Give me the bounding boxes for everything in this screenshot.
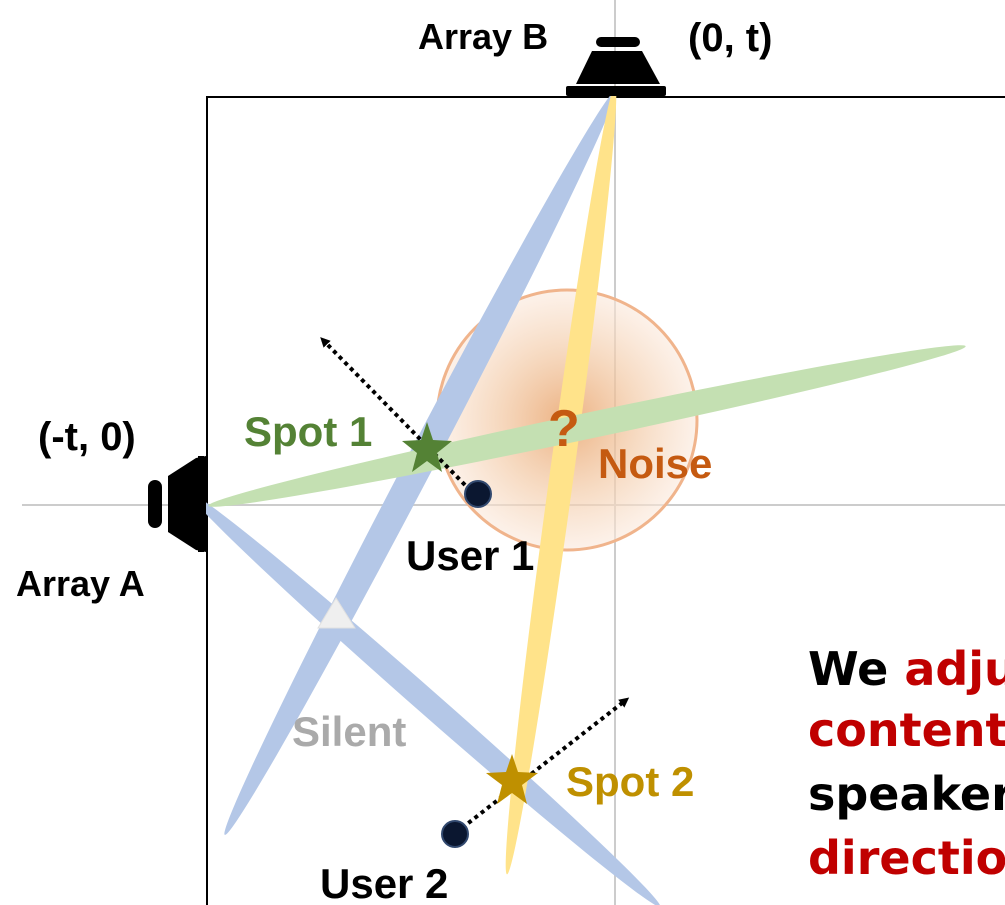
user2-direction-arrow	[460, 697, 630, 830]
user1-marker	[464, 480, 492, 508]
caption-line-3: speaker	[808, 767, 1005, 821]
user1-label: User 1	[406, 532, 534, 579]
spot2-star-icon	[486, 754, 538, 804]
array-a-label: Array A	[16, 563, 145, 604]
spot2-label: Spot 2	[566, 758, 694, 805]
silent-zone-marker	[317, 597, 356, 629]
user2-label: User 2	[320, 860, 448, 905]
spot1-label: Spot 1	[244, 408, 372, 455]
caption-line-2: content	[808, 703, 1005, 757]
spot1-star-icon	[402, 422, 452, 472]
caption-line-4: directio	[808, 831, 1005, 885]
noise-label: Noise	[598, 440, 712, 487]
caption-line-1-emphasis: adju	[904, 642, 1005, 696]
room-frame	[206, 96, 1005, 905]
array-b-label: Array B	[418, 16, 548, 57]
array-b-speaker-icon	[566, 37, 666, 96]
array-b-coordinate: (0, t)	[688, 16, 772, 60]
beam-b-yellow	[505, 85, 617, 875]
user2-marker	[441, 820, 469, 848]
array-a-speaker-icon	[148, 456, 206, 552]
beam-a-green	[208, 345, 966, 507]
silent-label: Silent	[292, 708, 406, 755]
array-a-coordinate: (-t, 0)	[38, 415, 136, 459]
caption-line-1: We adju	[808, 642, 1005, 696]
caption-line-1-plain: We	[808, 642, 904, 696]
noise-question-mark: ?	[548, 400, 580, 458]
user1-direction-arrow	[320, 337, 467, 487]
beam-a-blue	[189, 493, 661, 905]
